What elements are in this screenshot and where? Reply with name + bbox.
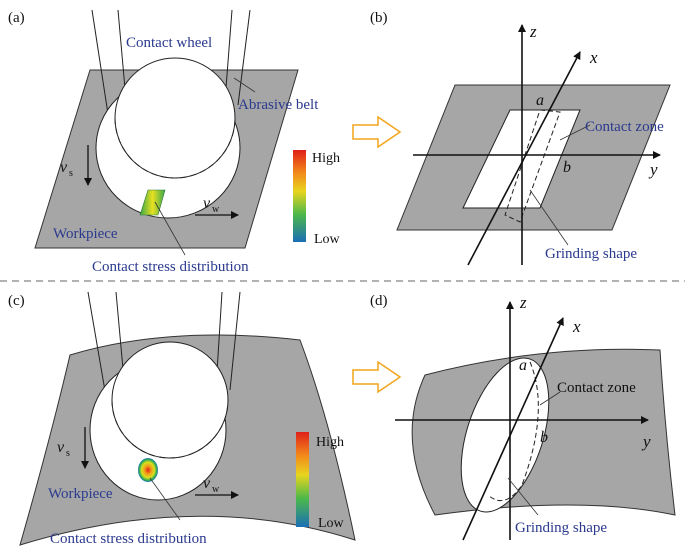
contact-zone-leader-b bbox=[559, 124, 591, 141]
a-label-d: a bbox=[519, 357, 527, 374]
belt-line-left-inner-c bbox=[115, 291, 125, 381]
panel-c: (c) Workpiece Contact stress distributio… bbox=[8, 291, 356, 547]
a-label-b: a bbox=[536, 92, 544, 109]
grinding-leader-b bbox=[529, 189, 569, 246]
vw-sub: w bbox=[212, 204, 220, 215]
grinding-shape-b bbox=[504, 109, 561, 223]
hollow-arrow-bottom bbox=[352, 360, 402, 394]
panel-tag-b: (b) bbox=[370, 10, 388, 26]
abrasive-belt-label: Abrasive belt bbox=[238, 97, 319, 113]
panel-d: (d) z x y a b Contact zone Grinding shap… bbox=[370, 293, 676, 541]
x-label-b: x bbox=[589, 48, 598, 67]
stress-leader-c bbox=[149, 477, 181, 521]
contact-wheel-label: Contact wheel bbox=[126, 35, 212, 51]
y-label-d: y bbox=[641, 432, 651, 451]
panel-b: (b) z x y a b Contact zone Grinding shap… bbox=[370, 10, 671, 266]
belt-leader bbox=[233, 77, 256, 93]
z-label-d: z bbox=[519, 293, 527, 312]
vs-label-c: v bbox=[57, 439, 65, 456]
panel-a: (a) Contact wheel Abrasive belt Workpiec… bbox=[8, 9, 341, 275]
contact-zone-leader-d bbox=[539, 391, 561, 406]
grinding-shape-label-b: Grinding shape bbox=[545, 246, 637, 262]
colorbar-high: High bbox=[312, 151, 340, 166]
colorbar-low: Low bbox=[314, 232, 341, 247]
stress-spot bbox=[138, 458, 158, 482]
panel-tag-d: (d) bbox=[370, 293, 388, 309]
y-label-b: y bbox=[648, 160, 658, 179]
vs-sub: s bbox=[69, 168, 73, 179]
panel-tag-c: (c) bbox=[8, 293, 25, 309]
b-label-b: b bbox=[563, 159, 571, 176]
wheel-hidden-edge-c bbox=[111, 399, 229, 459]
z-label-b: z bbox=[529, 22, 537, 41]
contact-wheel-c bbox=[111, 341, 229, 459]
hollow-arrow-top bbox=[352, 115, 402, 149]
wheel-hidden-edge bbox=[114, 117, 236, 179]
x-axis-d bbox=[462, 317, 564, 541]
vs-sub-c: s bbox=[66, 448, 70, 459]
vs-label: v bbox=[60, 159, 68, 176]
b-label-d: b bbox=[540, 429, 548, 446]
x-axis-b bbox=[467, 51, 581, 266]
grinding-shape-d bbox=[487, 361, 539, 502]
colorbar-high-c: High bbox=[316, 435, 344, 450]
colorbar-low-c: Low bbox=[318, 516, 345, 531]
panel-tag-a: (a) bbox=[8, 10, 25, 26]
grinding-shape-label-d: Grinding shape bbox=[515, 520, 607, 536]
x-label-d: x bbox=[572, 317, 581, 336]
belt-line-right-inner bbox=[237, 9, 251, 106]
workpiece-label-c: Workpiece bbox=[48, 486, 113, 502]
workpiece-label: Workpiece bbox=[53, 226, 118, 242]
vw-label: v bbox=[203, 195, 211, 212]
colorbar bbox=[293, 150, 306, 242]
contact-zone-label-d: Contact zone bbox=[557, 380, 636, 396]
stress-label-c: Contact stress distribution bbox=[50, 531, 207, 547]
vw-sub-c: w bbox=[212, 484, 220, 495]
stress-leader bbox=[154, 201, 186, 256]
belt-line-right-inner-c bbox=[229, 291, 241, 391]
grinding-leader-d bbox=[507, 477, 539, 516]
colorbar-c bbox=[296, 432, 309, 527]
stress-label: Contact stress distribution bbox=[92, 259, 249, 275]
vw-label-c: v bbox=[203, 475, 211, 492]
contact-zone-label-b: Contact zone bbox=[585, 119, 664, 135]
contact-wheel bbox=[114, 57, 236, 179]
